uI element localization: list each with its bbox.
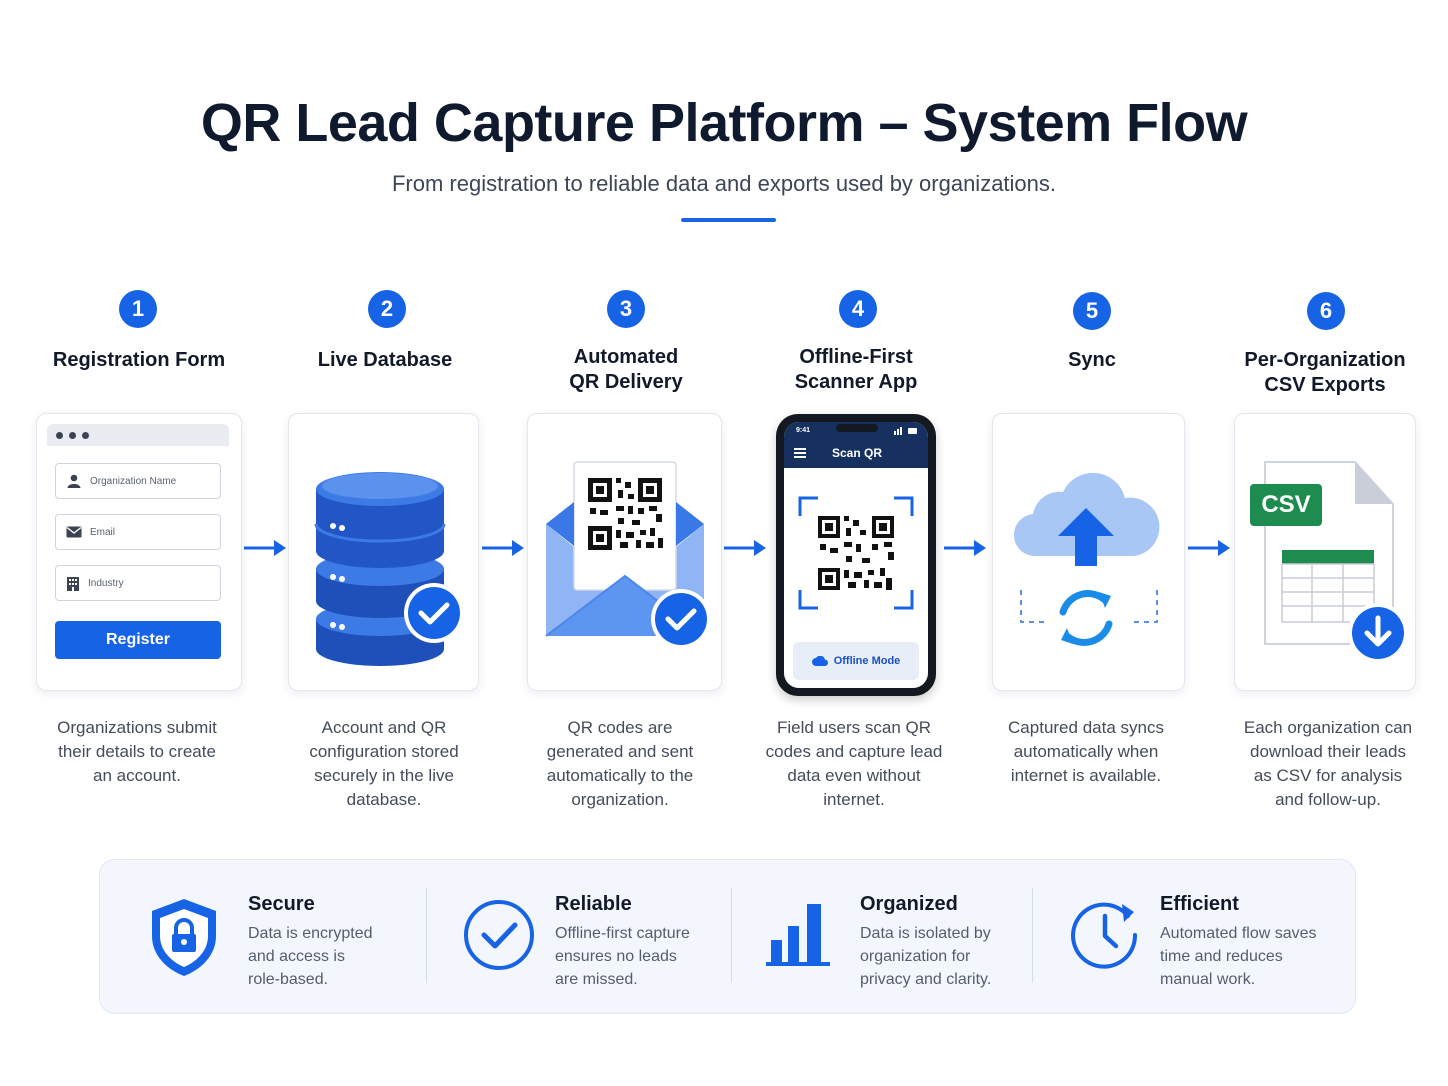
window-titlebar [47,424,229,446]
check-badge-icon [404,583,464,643]
field-placeholder: Industry [88,577,124,589]
page-subtitle: From registration to reliable data and e… [391,171,1057,196]
step-3-title: Automated QR Delivery [569,346,683,393]
csv-tag: CSV [1250,484,1322,526]
feature-divider [426,888,427,983]
industry-field[interactable]: Industry [55,565,221,601]
database-icon [314,472,446,666]
feature-title: Efficient [1160,893,1239,915]
database-card [288,413,479,691]
flow-arrow-icon [1188,540,1230,556]
envelope-qr-icon [545,461,705,637]
email-field[interactable]: Email [55,514,221,550]
step-1-badge: 1 [119,290,157,328]
step-4-title: Offline-First Scanner App [794,346,918,393]
download-icon [1348,603,1408,663]
step-5-badge: 5 [1073,292,1111,330]
offline-mode-label: Offline Mode [833,655,901,667]
qr-delivery-card [527,413,722,691]
cloud-icon [811,656,828,666]
phone-screen: 9:41 Scan QR Offline Mode [784,422,928,688]
title-underline [681,218,776,222]
step-6-title: Per-Organization CSV Exports [1244,349,1406,396]
sync-card [992,413,1185,691]
step-3-badge: 3 [607,290,645,328]
feature-title: Organized [860,893,958,915]
qr-scan-frame [798,496,914,610]
field-placeholder: Organization Name [90,475,177,487]
feature-divider [1032,888,1033,983]
shield-lock-icon [152,899,216,976]
step-6-badge: 6 [1307,292,1345,330]
status-icons [894,427,917,435]
phone-app-header: 9:41 Scan QR [784,422,928,468]
feature-title: Secure [248,893,315,915]
feature-title: Reliable [555,893,632,915]
step-4-badge: 4 [839,290,877,328]
offline-mode-indicator: Offline Mode [793,642,919,680]
feature-divider [731,888,732,983]
cloud-upload-sync-icon [1013,472,1160,646]
registration-form-card: Organization Name Email Industry Registe… [36,413,242,691]
mail-icon [66,526,82,538]
window-dot [69,432,76,439]
check-circle-icon [464,900,534,970]
organization-name-field[interactable]: Organization Name [55,463,221,499]
step-2-badge: 2 [368,290,406,328]
flow-arrow-icon [724,540,766,556]
register-button[interactable]: Register [55,621,221,659]
flow-arrow-icon [482,540,524,556]
csv-export-card: CSV [1234,413,1416,691]
phone-screen-title: Scan QR [832,446,883,460]
phone-time: 9:41 [796,427,811,434]
field-placeholder: Email [90,526,116,538]
clock-icon [1071,902,1138,969]
user-icon [67,474,81,488]
features-panel [99,859,1356,1014]
menu-icon[interactable] [794,448,806,458]
check-badge-icon [651,589,711,649]
step-1-title: Registration Form [52,349,226,371]
phone-notch [836,424,878,432]
step-2-title: Live Database [317,349,453,371]
window-dot [56,432,63,439]
building-icon [67,576,79,591]
step-5-title: Sync [1068,349,1116,371]
bar-chart-icon [766,904,830,966]
flow-arrow-icon [944,540,986,556]
flow-arrow-icon [244,540,286,556]
window-dot [82,432,89,439]
page-title: QR Lead Capture Platform – System Flow [200,93,1248,153]
